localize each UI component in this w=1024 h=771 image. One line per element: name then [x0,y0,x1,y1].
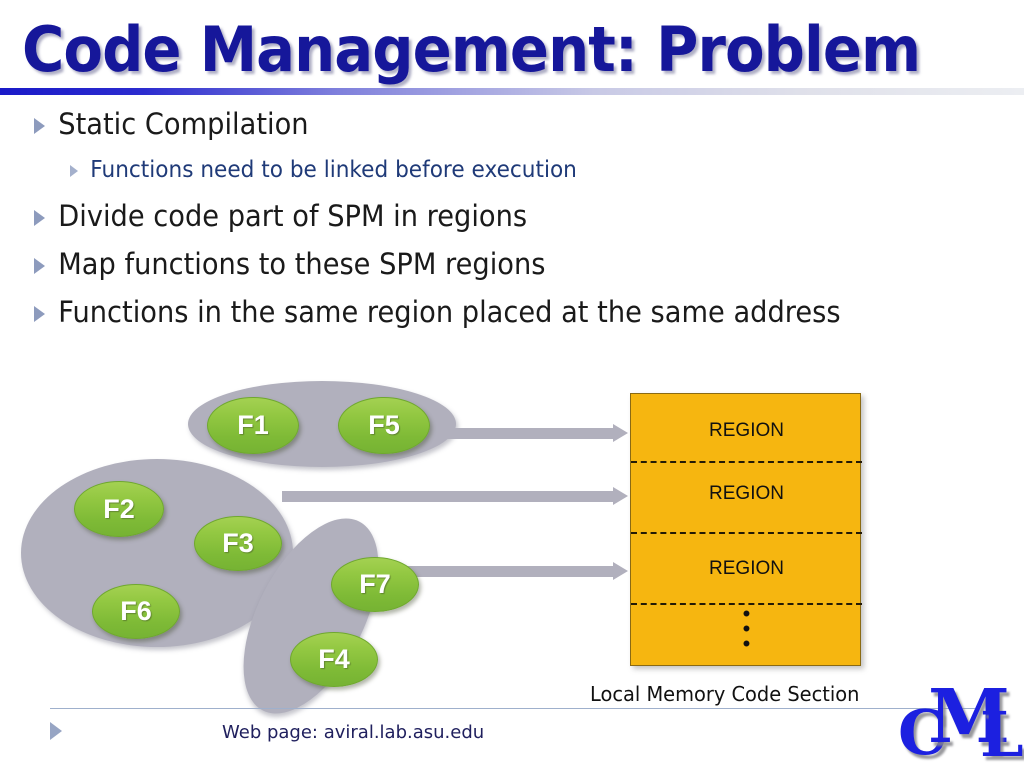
list-item: Map functions to these SPM regions [0,240,1010,288]
function-node-f7: F7 [331,557,419,612]
list-item: Functions need to be linked before execu… [0,148,1010,192]
bullet-triangle-icon [34,210,45,226]
arrow-head-icon [613,424,628,442]
bullet-triangle-icon [34,118,45,134]
region-label: REGION [709,483,784,504]
function-node-f4: F4 [290,632,378,687]
mapping-arrow-1 [420,424,628,442]
bullet-triangle-icon [34,306,45,322]
region-divider [631,461,862,463]
local-memory-code-section-box: REGION REGION REGION ••• [630,393,862,666]
bullet-text: Map functions to these SPM regions [58,247,546,281]
bullet-list: Static Compilation Functions need to be … [0,100,1010,336]
bullet-text: Functions need to be linked before execu… [90,157,577,183]
list-item: Divide code part of SPM in regions [0,192,1010,240]
cml-logo-letter-m: M [928,674,1010,760]
list-item: Static Compilation [0,100,1010,148]
function-node-f3: F3 [194,516,282,571]
bullet-triangle-icon [70,165,78,177]
footer-divider [50,708,975,709]
bullet-text: Static Compilation [58,107,309,141]
mapping-arrow-2 [282,487,628,505]
function-node-f2: F2 [74,481,164,537]
title-divider [0,88,1024,95]
cml-logo: C M L [898,676,1024,768]
list-item: Functions in the same region placed at t… [0,288,1010,336]
mapping-arrow-3 [348,562,628,580]
arrow-shaft [282,491,613,502]
bullet-text: Functions in the same region placed at t… [58,295,841,329]
footer-webpage-text: Web page: aviral.lab.asu.edu [222,722,485,743]
arrow-head-icon [613,487,628,505]
function-node-f6: F6 [92,584,180,639]
region-divider [631,532,862,534]
cml-logo-letter-l: L [980,698,1024,771]
cml-logo-letter-c: C [898,696,948,769]
region-divider [631,603,862,605]
arrow-shaft [420,428,613,439]
function-node-f5: F5 [338,397,430,454]
region-label: REGION [709,420,784,441]
bullet-triangle-icon [34,258,45,274]
function-node-f1: F1 [207,397,299,454]
bullet-text: Divide code part of SPM in regions [58,199,528,233]
footer-triangle-icon [50,722,62,740]
memory-box-caption: Local Memory Code Section [590,682,860,706]
region-label: REGION [709,558,784,579]
arrow-head-icon [613,562,628,580]
vertical-ellipsis-icon: ••• [742,601,751,656]
page-title: Code Management: Problem [22,13,921,86]
arrow-shaft [348,566,613,577]
